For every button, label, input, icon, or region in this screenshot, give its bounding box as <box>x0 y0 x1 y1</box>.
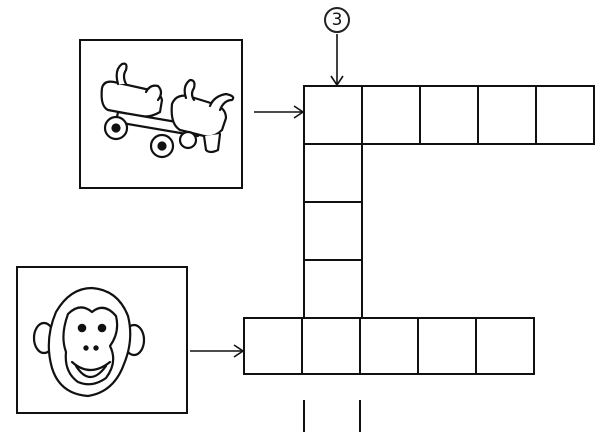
arrow-to-column-3 <box>330 34 344 87</box>
row-1-cell-1[interactable] <box>303 85 363 145</box>
arrow-to-row-1 <box>254 105 305 119</box>
row-2-cell-2[interactable] <box>301 317 361 375</box>
row-1-cell-3[interactable] <box>419 85 479 145</box>
column-cell-2[interactable] <box>303 143 363 203</box>
column-cell-4[interactable] <box>303 259 363 319</box>
clue-number-label: 3 <box>324 7 350 33</box>
crossword-grid <box>243 85 595 375</box>
toy-bulls-cart-icon <box>100 62 235 159</box>
row-1-cell-4[interactable] <box>477 85 537 145</box>
row-1-cell-2[interactable] <box>361 85 421 145</box>
arrow-to-row-2 <box>190 344 245 358</box>
row-2-cell-3[interactable] <box>359 317 419 375</box>
row-1-cell-5[interactable] <box>535 85 595 145</box>
column-cell-3[interactable] <box>303 201 363 261</box>
monkey-face-icon <box>32 286 146 398</box>
row-2-cell-1[interactable] <box>243 317 303 375</box>
row-2-cell-5[interactable] <box>475 317 535 375</box>
row-2-cell-4[interactable] <box>417 317 477 375</box>
column-extension <box>303 400 361 432</box>
